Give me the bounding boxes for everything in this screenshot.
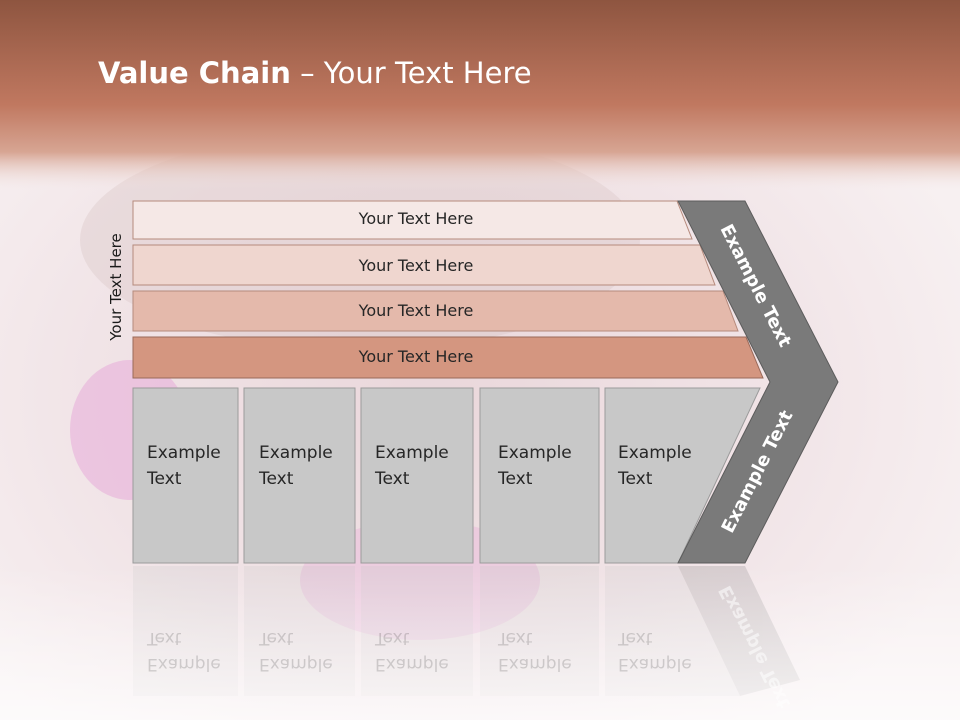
card-3-reflection-line2: Text xyxy=(375,628,410,648)
card-4-line2: Text xyxy=(498,469,533,489)
bar-1-label: Your Text Here xyxy=(358,209,474,228)
card-3-line1: Example xyxy=(375,443,449,463)
bar-2 xyxy=(132,244,716,286)
bar-4-label: Your Text Here xyxy=(358,347,474,366)
card-2-reflection-line1: Example xyxy=(259,654,333,674)
card-2-reflection: Example Text xyxy=(259,625,333,677)
card-3-line2: Text xyxy=(375,469,410,489)
card-4-reflection-line1: Example xyxy=(498,654,572,674)
card-2-line2: Text xyxy=(259,469,294,489)
card-4-line1: Example xyxy=(498,443,572,463)
card-3-reflection-line1: Example xyxy=(375,654,449,674)
card-5-line1: Example xyxy=(618,443,692,463)
card-3 xyxy=(360,387,474,564)
card-4-reflection-line2: Text xyxy=(498,628,533,648)
card-1-reflection: Example Text xyxy=(147,625,221,677)
slide-title: Value Chain – Your Text Here xyxy=(98,56,532,90)
bar-3-label: Your Text Here xyxy=(358,301,474,320)
title-bold: Value Chain xyxy=(98,56,291,90)
card-3-reflection: Example Text xyxy=(375,625,449,677)
bar-4 xyxy=(132,336,764,379)
card-2 xyxy=(243,387,356,564)
card-5-line2: Text xyxy=(618,469,653,489)
bar-3 xyxy=(132,290,739,332)
card-1-line2: Text xyxy=(147,469,182,489)
card-5-reflection-line1: Example xyxy=(618,654,692,674)
card-1-reflection-line2: Text xyxy=(147,628,182,648)
bar-1 xyxy=(132,200,693,240)
card-1-line1: Example xyxy=(147,443,221,463)
chevron-arrow xyxy=(677,200,839,564)
bar-2-label: Your Text Here xyxy=(358,256,474,275)
card-5-reflection-line2: Text xyxy=(618,628,653,648)
card-2-reflection-line2: Text xyxy=(259,628,294,648)
card-4-reflection: Example Text xyxy=(498,625,572,677)
title-rest: – Your Text Here xyxy=(300,56,532,90)
card-1-reflection-line1: Example xyxy=(147,654,221,674)
card-2-line1: Example xyxy=(259,443,333,463)
card-4 xyxy=(479,387,600,564)
card-1 xyxy=(132,387,239,564)
card-5-reflection: Example Text xyxy=(618,625,692,677)
